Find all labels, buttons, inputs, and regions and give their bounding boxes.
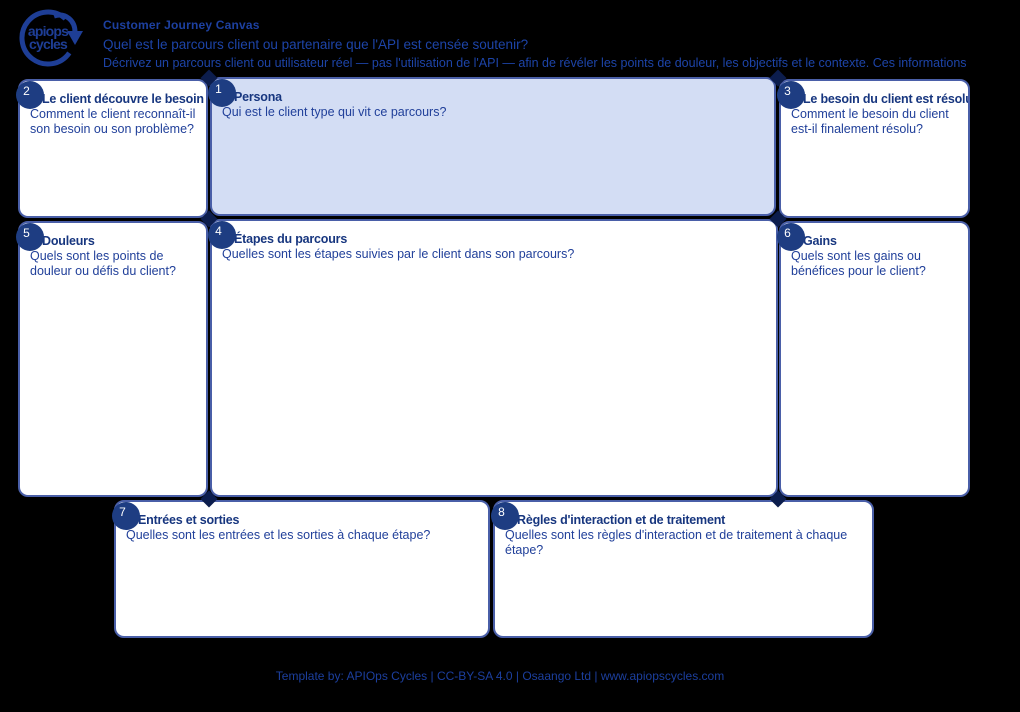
section-interaction-rules[interactable]: Règles d'interaction et de traitement Qu… xyxy=(493,500,874,638)
apiops-cycles-logo: apiops cycles xyxy=(19,9,83,67)
section-title: Persona xyxy=(234,90,282,104)
section-journey-steps[interactable]: Étapes du parcours Quelles sont les étap… xyxy=(210,219,778,497)
section-question: Quelles sont les règles d'interaction et… xyxy=(505,528,848,557)
section-client-discovers-need[interactable]: Le client découvre le besoin Comment le … xyxy=(18,79,208,218)
section-title: Le client découvre le besoin xyxy=(42,92,204,106)
section-question: Quels sont les gains ou bénéfices pour l… xyxy=(791,249,926,278)
section-persona[interactable]: Persona Qui est le client type qui vit c… xyxy=(210,77,776,216)
section-number-badge: 2 xyxy=(16,81,44,109)
section-title: Règles d'interaction et de traitement xyxy=(517,513,726,527)
section-question: Quels sont les points de douleur ou défi… xyxy=(30,249,176,278)
section-question: Quelles sont les étapes suivies par le c… xyxy=(222,247,575,261)
canvas-title: Customer Journey Canvas xyxy=(103,18,260,32)
logo-circle-arrow-icon xyxy=(19,9,83,67)
canvas-description: Décrivez un parcours client ou utilisate… xyxy=(103,56,967,70)
section-title: Gains xyxy=(803,234,837,248)
section-number-badge: 5 xyxy=(16,223,44,251)
logo-text-line2: cycles xyxy=(29,36,68,52)
section-question: Quelles sont les entrées et les sorties … xyxy=(126,528,431,542)
section-number-badge: 3 xyxy=(777,81,805,109)
section-inputs-outputs[interactable]: Entrées et sorties Quelles sont les entr… xyxy=(114,500,490,638)
logo-text-line1: apiops xyxy=(28,23,69,39)
section-number-badge: 1 xyxy=(208,79,236,107)
section-title: Étapes du parcours xyxy=(234,232,348,246)
section-gains[interactable]: Gains Quels sont les gains ou bénéfices … xyxy=(779,221,970,497)
section-question: Qui est le client type qui vit ce parcou… xyxy=(222,105,447,119)
section-client-need-resolved[interactable]: Le besoin du client est résolu Comment l… xyxy=(779,79,970,218)
canvas-subtitle: Quel est le parcours client ou partenair… xyxy=(103,37,529,52)
section-question: Comment le client reconnaît-il son besoi… xyxy=(30,107,196,136)
section-title: Le besoin du client est résolu xyxy=(803,92,970,106)
section-number-badge: 8 xyxy=(491,502,519,530)
section-number-badge: 6 xyxy=(777,223,805,251)
footer-credit: Template by: APIOps Cycles | CC-BY-SA 4.… xyxy=(275,669,725,683)
section-number-badge: 4 xyxy=(208,221,236,249)
section-number-badge: 7 xyxy=(112,502,140,530)
section-question: Comment le besoin du client est-il final… xyxy=(791,107,949,136)
section-title: Douleurs xyxy=(42,234,95,248)
section-title: Entrées et sorties xyxy=(138,513,240,527)
section-pains[interactable]: Douleurs Quels sont les points de douleu… xyxy=(18,221,208,497)
